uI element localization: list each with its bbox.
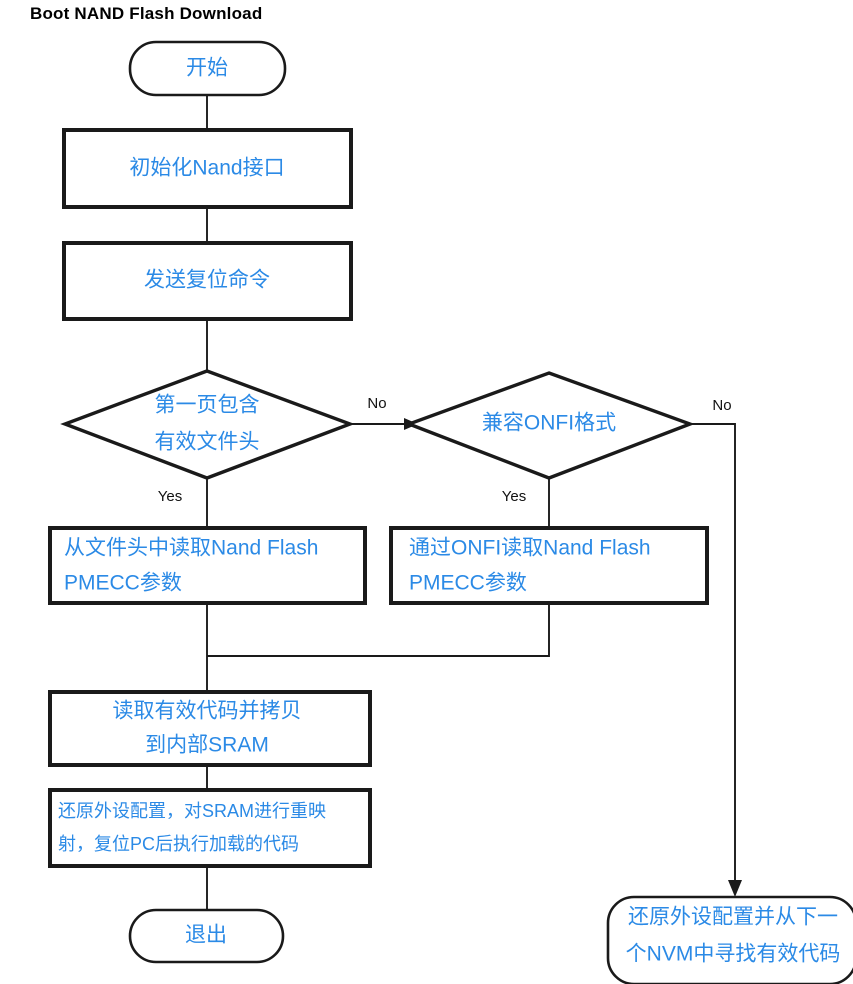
edge-label-onfi-no: No [712, 397, 731, 414]
node-restore-remap[interactable]: 还原外设配置，对SRAM进行重映 射，复位PC后执行加载的代码 [48, 788, 372, 868]
node-copy-to-sram[interactable]: 读取有效代码并拷贝 到内部SRAM [48, 690, 372, 767]
edge-onfi-no-to-next-nvm: No [690, 397, 742, 897]
node-check-onfi-label: 兼容ONFI格式 [482, 412, 616, 435]
edge-label-header-no: No [367, 395, 386, 412]
node-copy-to-sram-line2: 到内部SRAM [145, 734, 269, 757]
node-init-nand-label: 初始化Nand接口 [129, 157, 284, 180]
edge-label-onfi-yes: Yes [502, 488, 526, 505]
node-decision-check-onfi[interactable]: 兼容ONFI格式 [404, 371, 695, 480]
edge-label-header-yes: Yes [158, 488, 182, 505]
node-copy-to-sram-line1: 读取有效代码并拷贝 [113, 700, 302, 723]
node-read-from-onfi-line2: PMECC参数 [409, 572, 527, 595]
node-next-nvm-line2: 个NVM中寻找有效代码 [626, 943, 841, 966]
node-restore-remap-line2: 射，复位PC后执行加载的代码 [58, 834, 299, 854]
node-start-label: 开始 [186, 57, 228, 80]
node-send-reset[interactable]: 发送复位命令 [62, 241, 353, 321]
node-read-from-header-line1: 从文件头中读取Nand Flash [64, 537, 318, 560]
edge-onfi-yes-to-read-onfi: Yes [502, 478, 550, 528]
node-check-header-line2: 有效文件头 [155, 431, 260, 454]
page-title: Boot NAND Flash Download [30, 4, 263, 23]
node-decision-check-header[interactable]: 第一页包含 有效文件头 [60, 369, 355, 480]
node-read-from-onfi-line1: 通过ONFI读取Nand Flash [409, 537, 651, 560]
node-send-reset-label: 发送复位命令 [144, 269, 270, 292]
node-check-header-line1: 第一页包含 [155, 394, 260, 417]
node-exit-label: 退出 [185, 924, 227, 947]
node-next-nvm[interactable]: 还原外设配置并从下一 个NVM中寻找有效代码 [606, 895, 853, 984]
edge-header-yes-to-read-header: Yes [158, 478, 208, 528]
node-start[interactable]: 开始 [128, 40, 287, 97]
node-restore-remap-line1: 还原外设配置，对SRAM进行重映 [58, 801, 326, 821]
node-read-from-header[interactable]: 从文件头中读取Nand Flash PMECC参数 [48, 526, 367, 605]
edge-pmecc-merge-to-copy-sram [206, 603, 550, 692]
node-init-nand[interactable]: 初始化Nand接口 [62, 128, 353, 209]
node-next-nvm-line1: 还原外设配置并从下一 [628, 906, 838, 929]
node-exit[interactable]: 退出 [128, 908, 285, 964]
node-read-from-header-line2: PMECC参数 [64, 572, 182, 595]
node-read-from-onfi[interactable]: 通过ONFI读取Nand Flash PMECC参数 [389, 526, 709, 605]
